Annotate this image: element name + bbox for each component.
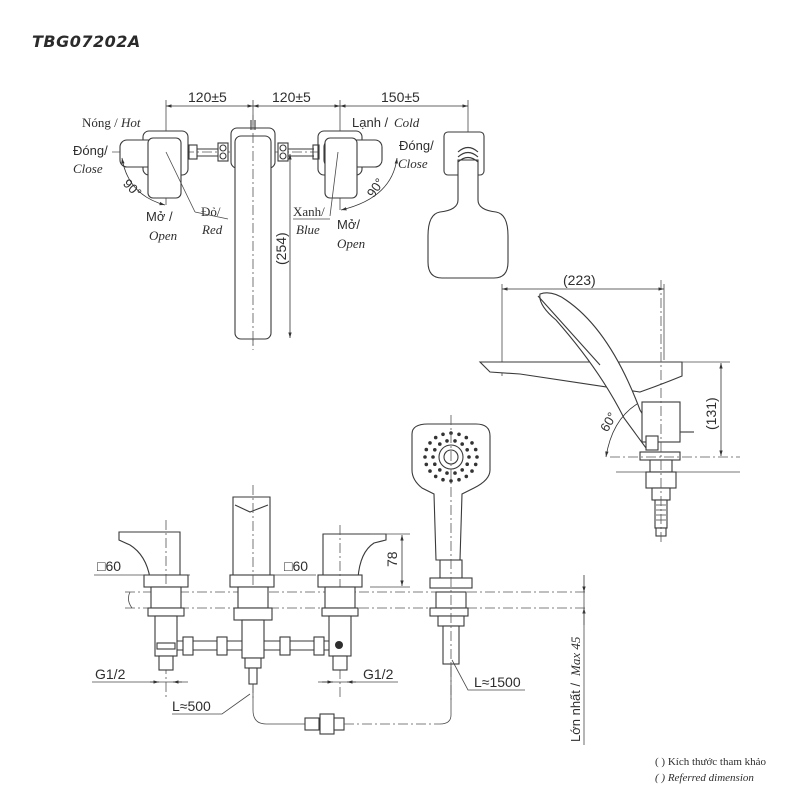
hot-handle-top [119, 130, 229, 213]
hand-shower-top [427, 131, 509, 279]
shower-nozzles [423, 431, 479, 483]
hot-label-vi: Nóng / [82, 115, 118, 130]
valve-bodies [147, 586, 359, 685]
hot-open-vi: Mở / [146, 209, 173, 224]
nozzle-dot [467, 455, 471, 459]
side-angle: 60° [597, 410, 620, 435]
right-handle-front [317, 525, 387, 700]
top-view: 120±5 120±5 150±5 Nóng / Hot Đóng/ Close… [73, 89, 509, 350]
dim-base-left: □60 [97, 558, 121, 574]
note-en: ( ) Referred dimension [655, 772, 754, 784]
nozzle-dot [433, 448, 437, 452]
thread-right: G1/2 [363, 666, 394, 682]
nozzle-dot [470, 469, 474, 473]
nozzle-dot [445, 439, 449, 443]
nozzle-dot [431, 455, 435, 459]
nozzle-dot [453, 471, 457, 475]
nozzle-dot [460, 442, 465, 446]
nozzle-dot [473, 462, 478, 467]
cold-open-vi: Mở/ [337, 217, 360, 232]
nozzle-dot [460, 468, 465, 472]
hot-close-vi: Đóng/ [73, 143, 108, 158]
nozzle-dot [428, 469, 432, 473]
cold-color-vi: Xanh/ [293, 204, 325, 219]
deck-thickness-label: Lớn nhất / Max 45 [568, 636, 583, 742]
thread-left: G1/2 [95, 666, 126, 682]
nozzle-dot [465, 462, 470, 467]
nozzle-dot [457, 432, 461, 437]
cold-handle-top [312, 130, 398, 217]
hand-shower-front [411, 415, 491, 725]
dim-cold-to-shower: 150±5 [381, 89, 420, 105]
hose-long-length: L≈1500 [474, 674, 521, 690]
nozzle-dot [445, 471, 449, 475]
cold-label-en: Cold [394, 115, 420, 130]
nozzle-dot [441, 477, 445, 482]
nozzle-dot [424, 462, 429, 467]
dim-spout-to-cold: 120±5 [272, 89, 311, 105]
dim-spout-length: (254) [273, 232, 289, 265]
front-view: □60 □60 78 [92, 415, 586, 745]
hot-label-en: Hot [120, 115, 141, 130]
dim-height: (131) [703, 397, 719, 430]
cold-angle: 90° [364, 175, 388, 200]
deck-thickness-en: Max 45 [568, 636, 583, 677]
nozzle-dot [464, 474, 469, 479]
hot-color-en: Red [201, 222, 223, 237]
nozzle-dot [433, 435, 438, 440]
hose-short-length: L≈500 [172, 698, 211, 714]
cold-label-vi: Lạnh / [352, 115, 389, 130]
dim-reach: (223) [563, 272, 596, 288]
spout-top [230, 115, 314, 350]
nozzle-dot [433, 474, 438, 479]
nozzle-dot [449, 479, 453, 483]
cold-open-en: Open [337, 236, 365, 251]
hot-angle: 90° [120, 176, 145, 201]
deck-thickness-vi: Lớn nhất / [568, 682, 583, 742]
note-vi: ( ) Kích thước tham khảo [655, 756, 767, 768]
nozzle-dot [438, 468, 442, 472]
cold-close-vi: Đóng/ [399, 138, 434, 153]
nozzle-dot [464, 435, 469, 440]
cold-color-en: Blue [296, 222, 320, 237]
cold-close-en: Close [398, 156, 428, 171]
hot-open-en: Open [149, 228, 177, 243]
nozzle-dot [453, 439, 457, 443]
hot-color-vi: Đỏ/ [201, 204, 221, 219]
spout-front [229, 485, 275, 700]
nozzle-dot [428, 441, 432, 445]
nozzle-dot [457, 477, 461, 482]
side-view: (223) (131) 60° [478, 272, 740, 545]
nozzle-dot [441, 432, 445, 437]
nozzle-dot [475, 455, 479, 459]
dim-handle-height: 78 [384, 551, 400, 567]
model-code: TBG07202A [32, 32, 141, 51]
nozzle-dot [423, 455, 427, 459]
dim-hot-to-spout: 120±5 [188, 89, 227, 105]
hot-close-en: Close [73, 161, 103, 176]
nozzle-dot [433, 462, 437, 467]
nozzle-dot [438, 442, 442, 446]
dim-base-center: □60 [284, 558, 308, 574]
nozzle-dot [465, 448, 470, 452]
nozzle-dot [473, 447, 478, 452]
nozzle-dot [424, 447, 429, 452]
nozzle-dot [470, 441, 474, 445]
